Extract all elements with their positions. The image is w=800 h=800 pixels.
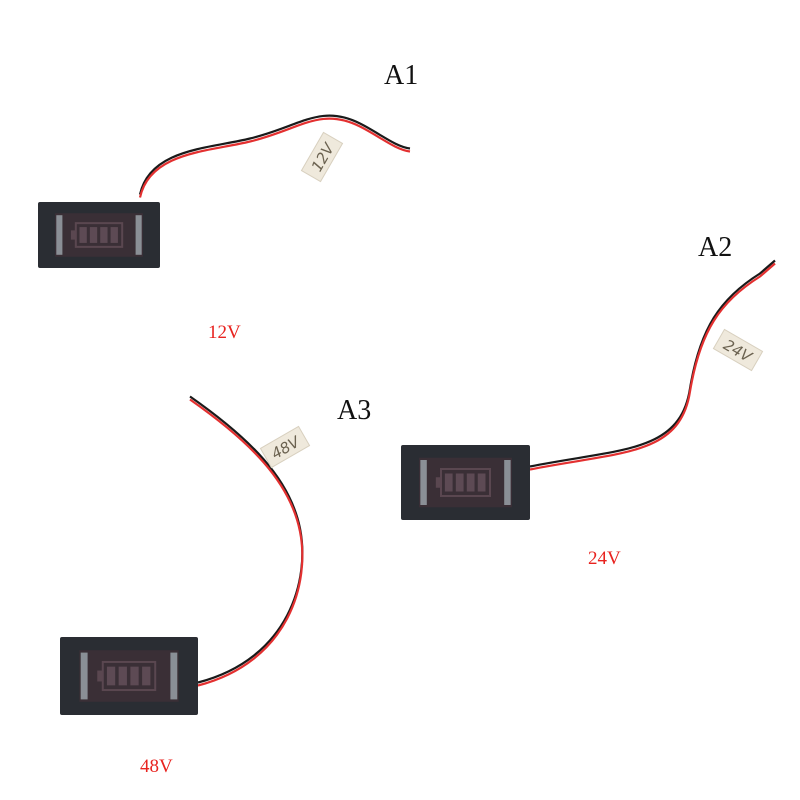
bezel-highlight-left [420, 460, 427, 505]
battery-segment [466, 473, 475, 492]
voltage-label-48v: 48V [140, 756, 173, 777]
wire-a2 [529, 259, 776, 471]
battery-segment [110, 227, 118, 243]
bezel-highlight-right [504, 460, 511, 505]
voltage-tag-a1: 12V [300, 131, 344, 183]
battery-segment [89, 227, 98, 243]
battery-terminal [97, 670, 103, 682]
voltage-tag-a3: 48V [259, 425, 311, 469]
bezel-highlight-left [80, 652, 88, 700]
battery-segment [455, 473, 464, 492]
battery-segment [444, 473, 453, 492]
battery-terminal [435, 477, 441, 488]
model-label-a3: A3 [337, 395, 372, 426]
red-wire [189, 398, 304, 687]
display-window [79, 650, 179, 702]
red-wire [138, 117, 411, 198]
wire-a3 [189, 395, 304, 687]
voltage-label-12v: 12V [208, 322, 241, 343]
black-wire [138, 114, 411, 195]
bezel-highlight-right [135, 215, 142, 255]
red-wire [529, 262, 776, 471]
display-window [419, 457, 512, 508]
battery-segment [477, 473, 486, 492]
battery-segment [118, 666, 127, 686]
display-window [55, 213, 143, 257]
tag-paper [712, 328, 764, 372]
wire-a1 [138, 114, 411, 198]
model-label-a2: A2 [698, 232, 733, 263]
battery-segment [79, 227, 87, 243]
battery-module-a2 [401, 445, 530, 520]
voltage-label-24v: 24V [588, 548, 621, 569]
battery-module-a3 [60, 637, 198, 715]
battery-segment [106, 666, 116, 686]
bezel-highlight-left [56, 215, 63, 255]
voltage-tag-a2: 24V [712, 328, 764, 372]
bezel-highlight-right [170, 652, 178, 700]
battery-segment [100, 227, 108, 243]
battery-segment [130, 666, 139, 686]
tag-paper [300, 131, 344, 183]
battery-terminal [70, 230, 76, 240]
battery-module-a1 [38, 202, 160, 268]
tag-paper [259, 425, 311, 469]
model-label-a1: A1 [384, 60, 419, 91]
battery-segment [142, 666, 151, 686]
